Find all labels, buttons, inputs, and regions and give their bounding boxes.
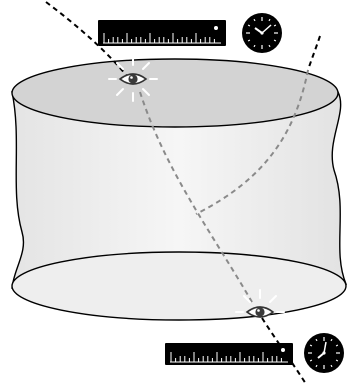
- cylinder-top-ellipse: [12, 59, 338, 127]
- worldline-branch-top: [308, 36, 320, 70]
- clock-top-icon: [242, 13, 282, 53]
- observer-top-eye-icon: [109, 57, 157, 101]
- ruler-top-icon: [98, 20, 226, 46]
- observer-bottom-eye-icon: [236, 290, 284, 334]
- clock-bottom-icon: [304, 333, 344, 373]
- cylinder-bottom-ellipse: [12, 252, 346, 320]
- ruler-bottom-icon: [165, 343, 293, 365]
